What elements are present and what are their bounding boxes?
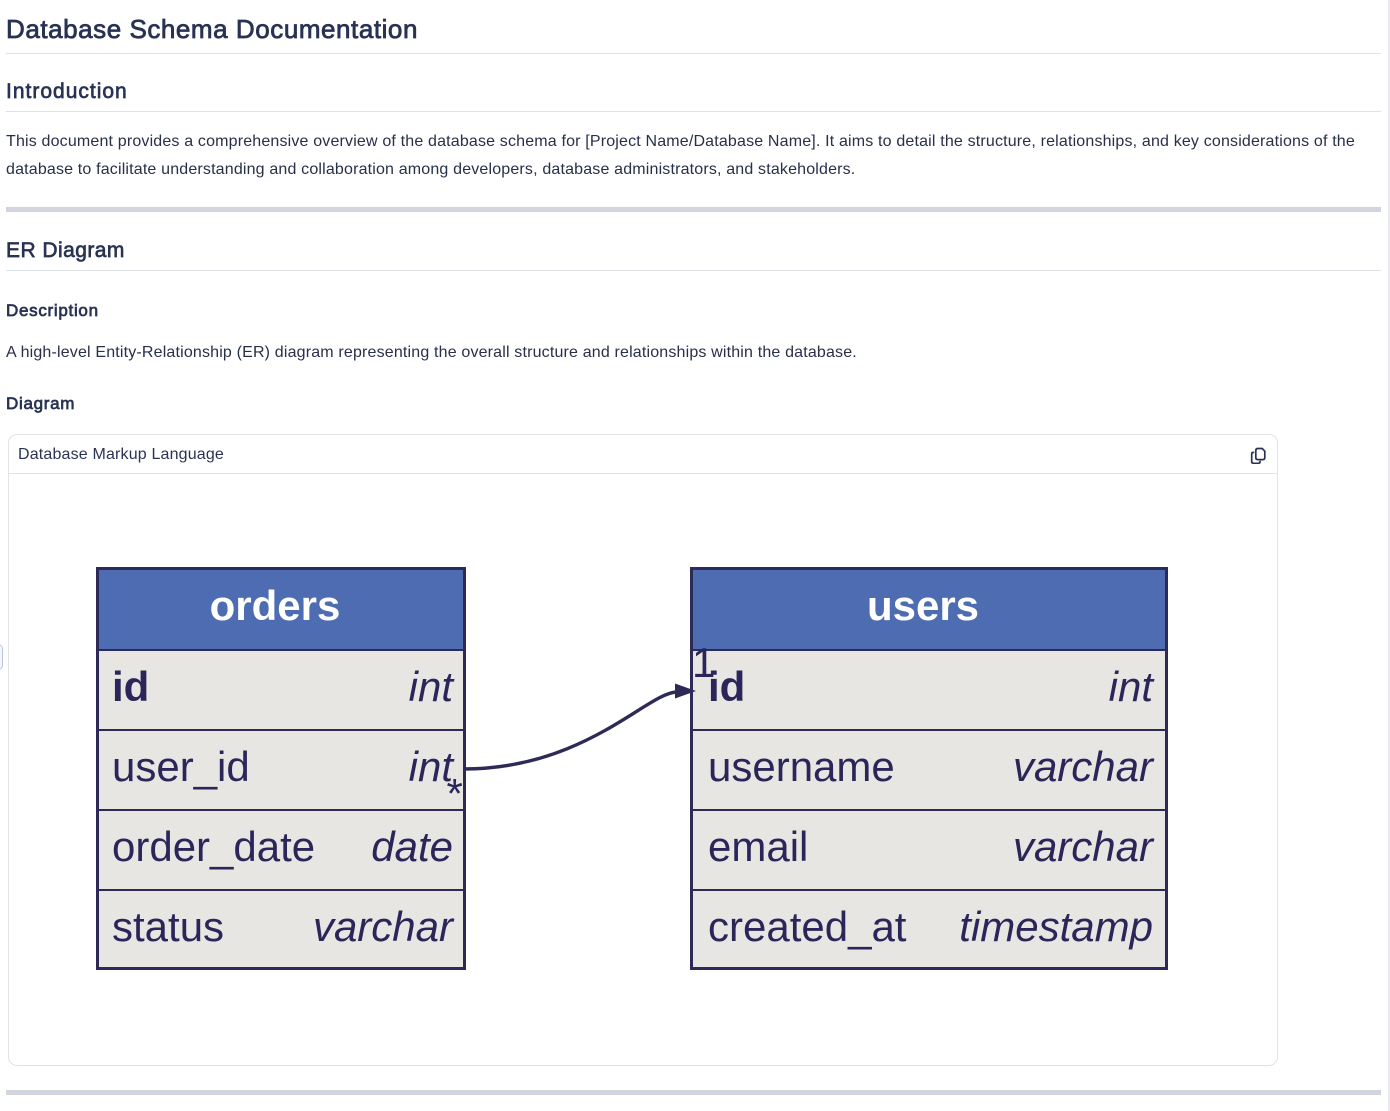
svg-text:1: 1	[692, 639, 715, 686]
svg-text:*: *	[447, 770, 463, 817]
